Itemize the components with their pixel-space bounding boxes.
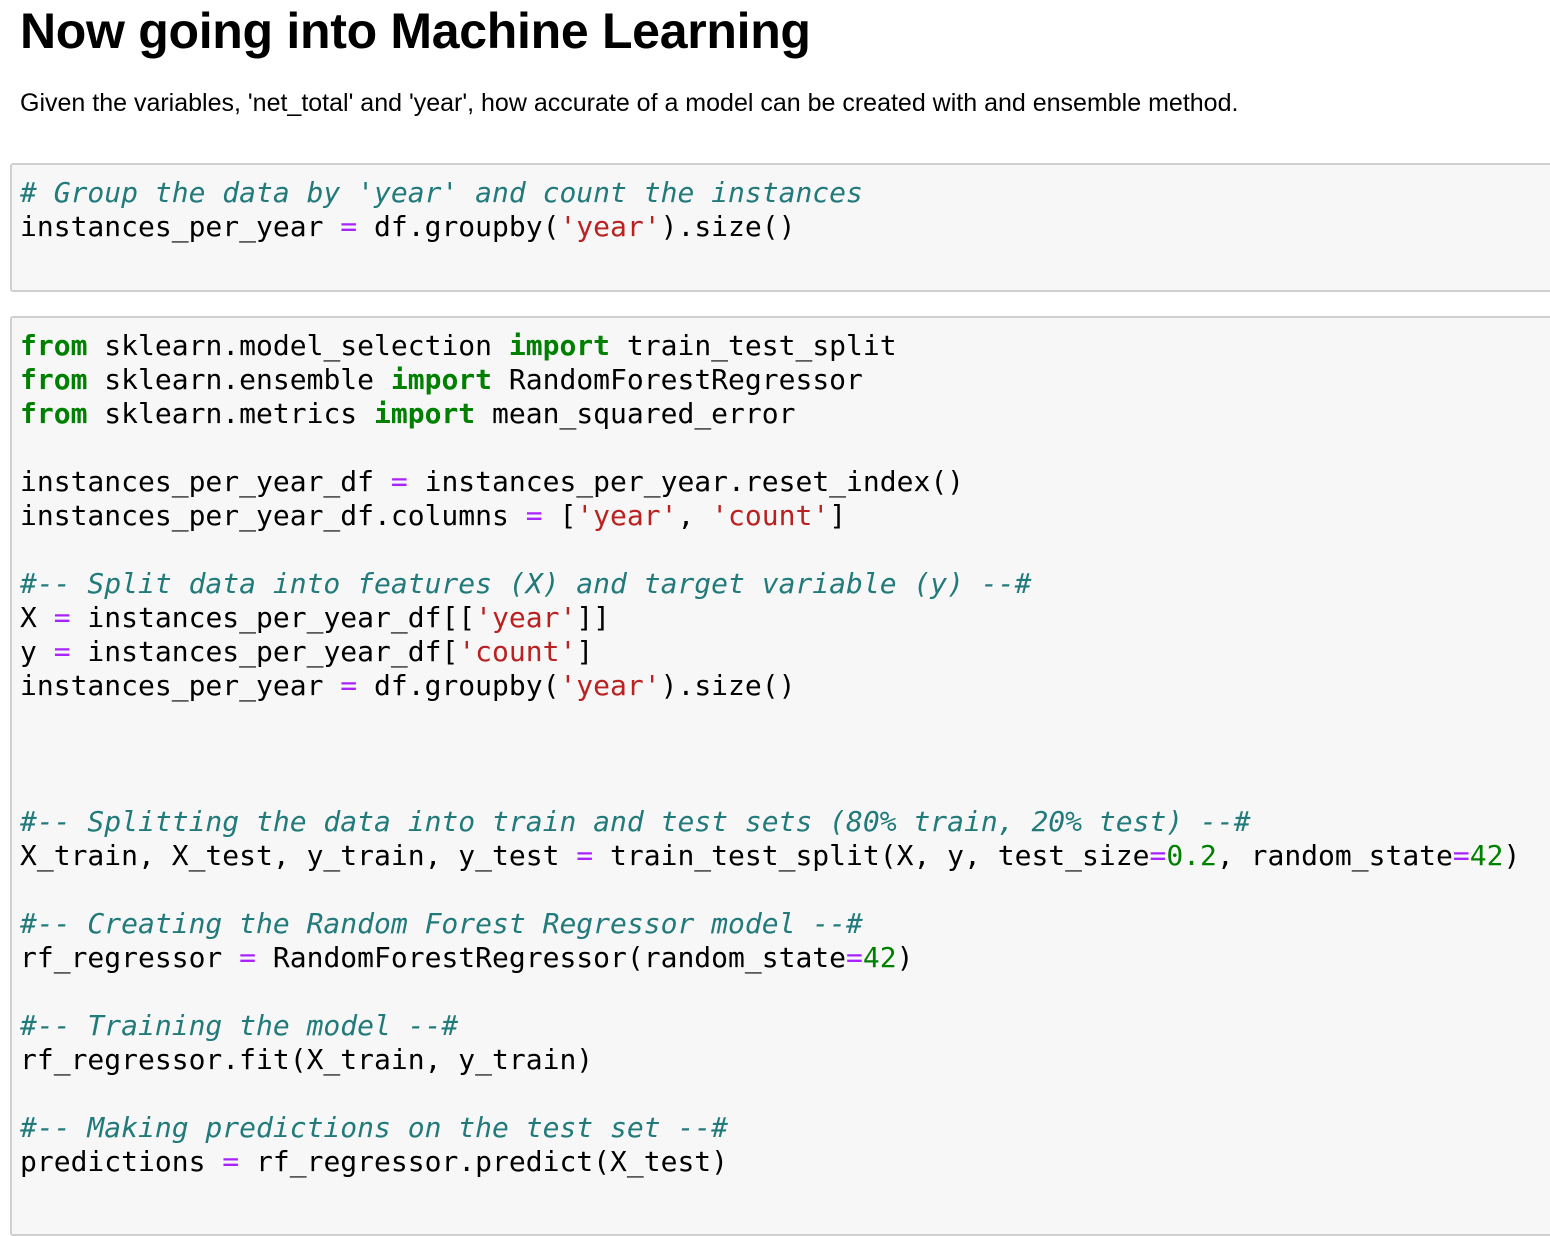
code-text: sklearn.ensemble [87, 363, 391, 396]
code-text: rf_regressor.fit(X_train, y_train) [20, 1043, 594, 1076]
code-operator: = [846, 941, 863, 974]
code-string: 'year' [475, 601, 577, 634]
code-keyword: import [508, 329, 611, 362]
code-line [20, 975, 1550, 1009]
code-text: instances_per_year [20, 669, 341, 702]
markdown-heading: Now going into Machine Learning [20, 3, 811, 59]
code-text: instances_per_year_df.columns [20, 499, 526, 532]
code-text: ] [829, 499, 847, 532]
code-line: #-- Creating the Random Forest Regressor… [20, 907, 1550, 941]
code-operator: = [1452, 839, 1470, 872]
code-keyword: import [390, 363, 493, 396]
code-operator: = [53, 601, 71, 634]
code-comment: #-- Creating the Random Forest Regressor… [20, 907, 863, 940]
code-operator: = [390, 465, 408, 498]
code-line: rf_regressor = RandomForestRegressor(ran… [20, 941, 1550, 975]
code-line: X_train, X_test, y_train, y_test = train… [20, 839, 1550, 873]
code-comment: #-- Split data into features (X) and tar… [20, 567, 1032, 600]
code-comment: # Group the data by 'year' and count the… [20, 176, 863, 209]
code-keyword: from [20, 363, 88, 396]
code-line: # Group the data by 'year' and count the… [20, 176, 1550, 210]
code-operator: = [1149, 839, 1167, 872]
code-keyword: from [20, 397, 88, 430]
code-comment: #-- Splitting the data into train and te… [20, 805, 1251, 838]
code-line: instances_per_year = df.groupby('year').… [20, 669, 1550, 703]
code-string: 'year' [576, 499, 678, 532]
code-line: X = instances_per_year_df[['year']] [20, 601, 1550, 635]
code-text: predictions [20, 1145, 223, 1178]
code-line: instances_per_year = df.groupby('year').… [20, 210, 1550, 244]
code-text: train_test_split [610, 329, 897, 362]
code-text: , [677, 499, 712, 532]
code-text: [ [542, 499, 577, 532]
code-text: instances_per_year_df [20, 465, 391, 498]
code-line: #-- Making predictions on the test set -… [20, 1111, 1550, 1145]
code-number: 42 [1469, 839, 1504, 872]
code-text: , random_state [1216, 839, 1453, 872]
code-line: #-- Training the model --# [20, 1009, 1550, 1043]
code-text: instances_per_year_df[ [70, 635, 459, 668]
code-operator: = [340, 669, 358, 702]
code-text: sklearn.metrics [87, 397, 375, 430]
code-line: y = instances_per_year_df['count'] [20, 635, 1550, 669]
code-text: instances_per_year.reset_index() [407, 465, 965, 498]
code-cell-random-forest[interactable]: from sklearn.model_selection import trai… [10, 316, 1550, 1236]
code-string: 'year' [559, 210, 661, 243]
code-line: from sklearn.ensemble import RandomFores… [20, 363, 1550, 397]
code-comment: #-- Training the model --# [20, 1009, 459, 1042]
code-operator: = [340, 210, 358, 243]
code-string: 'count' [458, 635, 577, 668]
code-operator: = [222, 1145, 240, 1178]
code-line: #-- Splitting the data into train and te… [20, 805, 1550, 839]
code-text: X_train, X_test, y_train, y_test [20, 839, 577, 872]
code-cell-groupby[interactable]: # Group the data by 'year' and count the… [10, 163, 1550, 292]
code-text: ] [576, 635, 594, 668]
code-line [20, 244, 1550, 278]
code-keyword: import [374, 397, 476, 430]
code-line [20, 1077, 1550, 1111]
code-comment: #-- Making predictions on the test set -… [20, 1111, 729, 1144]
code-text: ).size() [660, 210, 796, 243]
code-text: X [20, 601, 54, 634]
code-text: df.groupby( [357, 669, 560, 702]
code-string: 'year' [559, 669, 661, 702]
code-line: from sklearn.model_selection import trai… [20, 329, 1550, 363]
code-text: mean_squared_error [475, 397, 796, 430]
code-line: instances_per_year_df = instances_per_ye… [20, 465, 1550, 499]
code-string: 'count' [711, 499, 830, 532]
code-line: predictions = rf_regressor.predict(X_tes… [20, 1145, 1550, 1179]
code-operator: = [576, 839, 594, 872]
code-line [20, 431, 1550, 465]
code-text: instances_per_year_df[[ [70, 601, 476, 634]
code-line [20, 703, 1550, 737]
code-operator: = [525, 499, 543, 532]
code-line [20, 873, 1550, 907]
code-text: sklearn.model_selection [87, 329, 509, 362]
markdown-description: Given the variables, 'net_total' and 'ye… [20, 89, 1239, 117]
code-line [20, 737, 1550, 771]
code-text: df.groupby( [357, 210, 560, 243]
code-line [20, 771, 1550, 805]
code-text: RandomForestRegressor [492, 363, 863, 396]
code-text: train_test_split(X, y, test_size [593, 839, 1150, 872]
code-text: ) [1503, 839, 1521, 872]
code-line: instances_per_year_df.columns = ['year',… [20, 499, 1550, 533]
code-line: from sklearn.metrics import mean_squared… [20, 397, 1550, 431]
code-text: y [20, 635, 54, 668]
code-text: ).size() [660, 669, 796, 702]
code-line: rf_regressor.fit(X_train, y_train) [20, 1043, 1550, 1077]
code-text: rf_regressor [20, 941, 240, 974]
code-line [20, 533, 1550, 567]
code-text: ) [896, 941, 914, 974]
code-keyword: from [20, 329, 88, 362]
code-number: 0.2 [1166, 839, 1217, 872]
code-text: rf_regressor.predict(X_test) [239, 1145, 729, 1178]
code-operator: = [53, 635, 71, 668]
code-number: 42 [862, 941, 897, 974]
code-text: RandomForestRegressor(random_state [256, 941, 847, 974]
code-text: ]] [576, 601, 611, 634]
code-text: instances_per_year [20, 210, 341, 243]
code-line: #-- Split data into features (X) and tar… [20, 567, 1550, 601]
code-operator: = [239, 941, 257, 974]
